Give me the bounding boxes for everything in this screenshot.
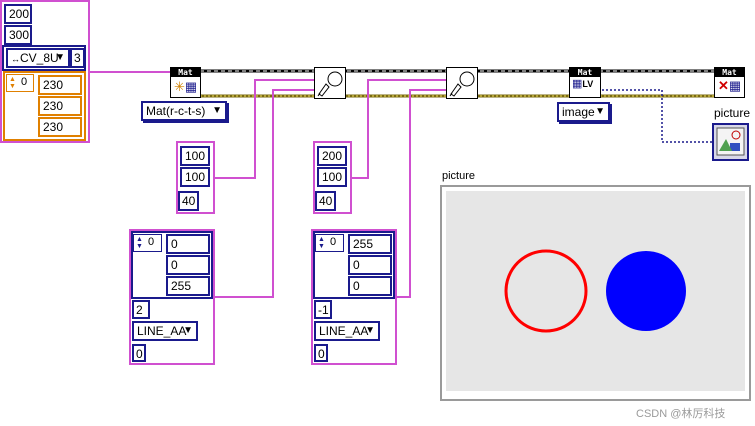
draw-circle-icon	[449, 71, 475, 97]
picture-indicator[interactable]	[440, 185, 751, 401]
red-circle-outline	[504, 249, 588, 333]
shift-field[interactable]: 0	[314, 344, 328, 362]
circle1-color-wire	[214, 89, 314, 298]
mat-header: Mat	[715, 68, 744, 77]
circle1-color-index[interactable]: ▲▼ 0	[133, 234, 162, 252]
channels-field[interactable]: 3	[70, 48, 85, 68]
chevron-down-icon: ▼	[55, 52, 65, 63]
watermark: CSDN @林厉科技	[636, 408, 726, 420]
line-type-label: LINE_AA	[137, 324, 187, 338]
thickness-field[interactable]: 2	[132, 300, 150, 319]
grid-convert-icon: ▦LV	[572, 78, 594, 90]
mat-constructor-label: Mat(r-c-t-s)	[146, 104, 206, 118]
thickness-field[interactable]: -1	[314, 300, 332, 319]
picture-drawing	[504, 249, 686, 333]
picture-indicator-label: picture	[442, 170, 476, 182]
draw-circle-icon	[317, 71, 343, 97]
mat-constructor-selector[interactable]: Mat(r-c-t-s) ▼	[141, 101, 227, 121]
line-type-ring[interactable]: LINE_AA ▼	[314, 321, 380, 341]
color-value[interactable]: 255	[166, 276, 210, 296]
mat-header: Mat	[171, 68, 200, 77]
line-type-label: LINE_AA	[319, 324, 369, 338]
picture-terminal-label: picture	[714, 106, 751, 120]
mat-constructor-node[interactable]: Mat ✳▦	[170, 67, 201, 98]
init-color-value[interactable]: 230	[38, 96, 82, 116]
sparkle-grid-icon: ✳▦	[174, 79, 198, 94]
chevron-down-icon: ▼	[365, 325, 375, 336]
color-value[interactable]: 0	[166, 255, 210, 275]
chevron-down-icon: ▼	[183, 325, 193, 336]
shift-field[interactable]: 0	[132, 344, 146, 362]
left-right-arrows-icon: ↔	[11, 54, 20, 64]
mat-type-ring[interactable]: ↔CV_8U ▼	[6, 48, 70, 68]
color-value[interactable]: 0	[166, 234, 210, 254]
circle1-node[interactable]	[314, 67, 346, 99]
center-x-field[interactable]: 100	[180, 146, 210, 166]
chevron-down-icon: ▼	[595, 106, 605, 117]
circle2-color-index-value: 0	[330, 236, 337, 248]
line-type-ring[interactable]: LINE_AA ▼	[132, 321, 198, 341]
circle1-center-wire	[214, 79, 314, 179]
picture-canvas	[446, 191, 745, 391]
circle2-color-wire	[396, 89, 446, 298]
color-value[interactable]: 255	[348, 234, 392, 254]
picture-terminal[interactable]	[712, 123, 749, 161]
circle1-color-index-value: 0	[148, 236, 155, 248]
circle2-center-wire	[351, 79, 446, 179]
init-color-value[interactable]: 230	[38, 117, 82, 137]
chevron-down-icon: ▼	[212, 105, 222, 116]
convert-type-selector[interactable]: image ▼	[557, 102, 610, 122]
color-value[interactable]: 0	[348, 255, 392, 275]
spinner-icon[interactable]: ▲▼	[318, 236, 325, 250]
picture-icon	[716, 127, 745, 156]
radius-field[interactable]: 40	[315, 191, 336, 211]
rows-field[interactable]: 200	[4, 4, 32, 24]
mat-header: Mat	[570, 68, 600, 77]
blue-filled-circle	[606, 251, 686, 331]
color-value[interactable]: 0	[348, 276, 392, 296]
circle2-color-index[interactable]: ▲▼ 0	[315, 234, 344, 252]
init-color-value[interactable]: 230	[38, 75, 82, 95]
picture-wire	[602, 89, 712, 143]
close-grid-icon: ✕▦	[718, 78, 742, 93]
circle2-node[interactable]	[446, 67, 478, 99]
mat-type-label: CV_8U	[20, 51, 59, 65]
cols-field[interactable]: 300	[4, 25, 32, 45]
mat-release-node[interactable]: Mat ✕▦	[714, 67, 745, 98]
center-y-field[interactable]: 100	[180, 167, 210, 187]
spinner-icon[interactable]: ▲▼	[136, 236, 143, 250]
mat-to-lv-node[interactable]: Mat ▦LV	[569, 67, 601, 98]
center-x-field[interactable]: 200	[317, 146, 347, 166]
init-color-index-value: 0	[21, 76, 28, 88]
spinner-icon[interactable]: ▲▼	[9, 76, 16, 90]
center-y-field[interactable]: 100	[317, 167, 347, 187]
radius-field[interactable]: 40	[178, 191, 199, 211]
init-color-index[interactable]: ▲▼ 0	[6, 74, 34, 92]
convert-type-label: image	[562, 105, 595, 119]
